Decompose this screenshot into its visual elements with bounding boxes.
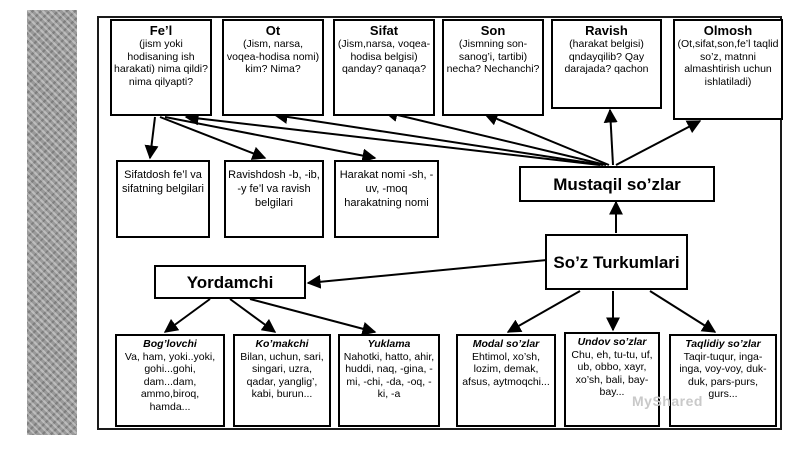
box-ot-title: Ot	[265, 23, 281, 38]
box-sifat-desc: (Jism,narsa, voqea-hodisa belgisi) qanda…	[337, 38, 431, 75]
arrow-yordamchi-komakchi	[229, 298, 277, 333]
arrow-mustaqil-ravish	[603, 108, 618, 166]
arrow-yordamchi-boglovchi	[163, 298, 211, 333]
box-modal-desc: Ehtimol, xo’sh, lozim, demak, afsus, ayt…	[462, 350, 550, 388]
box-undov-desc: Chu, eh, tu-tu, uf, ub, obbo, xayr, xo’s…	[571, 348, 653, 399]
box-ot-desc: (Jism, narsa, voqea-hodisa nomi) kim? Ni…	[226, 38, 320, 75]
box-yuklama: Yuklama Nahotki, hatto, ahir, huddi, naq…	[338, 334, 440, 427]
arrow-yordamchi-yuklama	[249, 298, 377, 336]
box-komakchi-desc: Bilan, uchun, sari, singari, uzra, qadar…	[240, 350, 324, 401]
box-ravishdosh: Ravishdosh -b, -ib, -y fe’l va ravish be…	[224, 160, 324, 238]
box-ravish-title: Ravish	[585, 23, 628, 38]
arrow-soz-yordamchi	[306, 259, 548, 289]
arrow-fel-ravishdosh	[159, 116, 267, 160]
box-soz-turkumlari: So’z Turkumlari	[545, 234, 688, 290]
box-ravishdosh-text: Ravishdosh -b, -ib, -y fe’l va ravish be…	[228, 169, 320, 209]
box-yuklama-title: Yuklama	[367, 338, 411, 350]
box-modal: Modal so’zlar Ehtimol, xo’sh, lozim, dem…	[456, 334, 556, 427]
box-taqlidiy-title: Taqlidiy so’zlar	[685, 338, 761, 350]
box-mustaqil: Mustaqil so’zlar	[519, 166, 715, 202]
box-yordamchi: Yordamchi	[154, 265, 306, 299]
arrow-mustaqil-ot	[273, 109, 604, 166]
arrow-mustaqil-olmosh	[615, 120, 702, 166]
decorative-stripe	[27, 10, 77, 435]
box-undov: Undov so’zlar Chu, eh, tu-tu, uf, ub, ob…	[564, 332, 660, 427]
box-olmosh-title: Olmosh	[703, 23, 753, 38]
watermark-text: MyShared	[632, 393, 703, 409]
box-ravish-desc: (harakat belgisi) qndayqilib? Qay daraja…	[564, 38, 649, 75]
arrow-mustaqil-sifat	[383, 108, 607, 166]
box-ot: Ot (Jism, narsa, voqea-hodisa nomi) kim?…	[222, 19, 324, 116]
box-fel-desc: (jism yoki hodisaning ish harakati) nima…	[114, 38, 208, 88]
box-sifatdosh: Sifatdosh fe’l va sifatning belgilari	[116, 160, 210, 238]
arrow-fel-sifatdosh	[144, 116, 159, 160]
box-yordamchi-text: Yordamchi	[186, 272, 274, 292]
box-sifatdosh-text: Sifatdosh fe’l va sifatning belgilari	[122, 169, 204, 195]
box-fel-title: Fe’l	[149, 23, 173, 38]
arrow-mustaqil-fel	[184, 111, 601, 166]
box-boglovchi: Bog’lovchi Va, ham, yoki..yoki, gohi...g…	[115, 334, 225, 427]
box-modal-title: Modal so’zlar	[472, 338, 540, 350]
box-son-desc: (Jismning son-sanog’i, tartibi) necha? N…	[446, 38, 540, 75]
box-boglovchi-title: Bog’lovchi	[143, 338, 197, 350]
box-olmosh: Olmosh (Ot,sifat,son,fe’l taqlid so’z, m…	[673, 19, 783, 120]
box-taqlidiy-desc: Taqir-tuqur, inga-inga, voy-voy, duk-duk…	[679, 350, 767, 401]
box-yuklama-desc: Nahotki, hatto, ahir, huddi, naq, -gina,…	[343, 350, 435, 401]
box-olmosh-desc: (Ot,sifat,son,fe’l taqlid so’z, matnni a…	[677, 38, 779, 88]
box-komakchi: Ko’makchi Bilan, uchun, sari, singari, u…	[233, 334, 331, 427]
box-son: Son (Jismning son-sanog’i, tartibi) nech…	[442, 19, 544, 116]
box-son-title: Son	[480, 23, 506, 38]
box-harakatnomi: Harakat nomi -sh, -uv, -moq harakatning …	[334, 160, 439, 238]
arrow-fel-harakatnomi	[164, 116, 377, 163]
box-boglovchi-desc: Va, ham, yoki..yoki, gohi...gohi, dam...…	[124, 350, 216, 413]
arrow-mustaqil-son	[483, 112, 610, 166]
arrow-soz-modal	[506, 290, 581, 333]
box-fel: Fe’l (jism yoki hodisaning ish harakati)…	[110, 19, 212, 116]
arrow-soz-taqlidiy	[649, 290, 717, 333]
box-soz-text: So’z Turkumlari	[553, 252, 680, 272]
box-mustaqil-text: Mustaqil so’zlar	[553, 174, 681, 194]
box-ravish: Ravish (harakat belgisi) qndayqilib? Qay…	[551, 19, 662, 109]
box-taqlidiy: Taqlidiy so’zlar Taqir-tuqur, inga-inga,…	[669, 334, 777, 427]
box-komakchi-title: Ko’makchi	[255, 338, 309, 350]
box-sifat-title: Sifat	[369, 23, 399, 38]
diagram-frame	[97, 16, 782, 430]
box-sifat: Sifat (Jism,narsa, voqea-hodisa belgisi)…	[333, 19, 435, 116]
box-harakatnomi-text: Harakat nomi -sh, -uv, -moq harakatning …	[339, 169, 434, 209]
box-undov-title: Undov so’zlar	[577, 336, 647, 348]
